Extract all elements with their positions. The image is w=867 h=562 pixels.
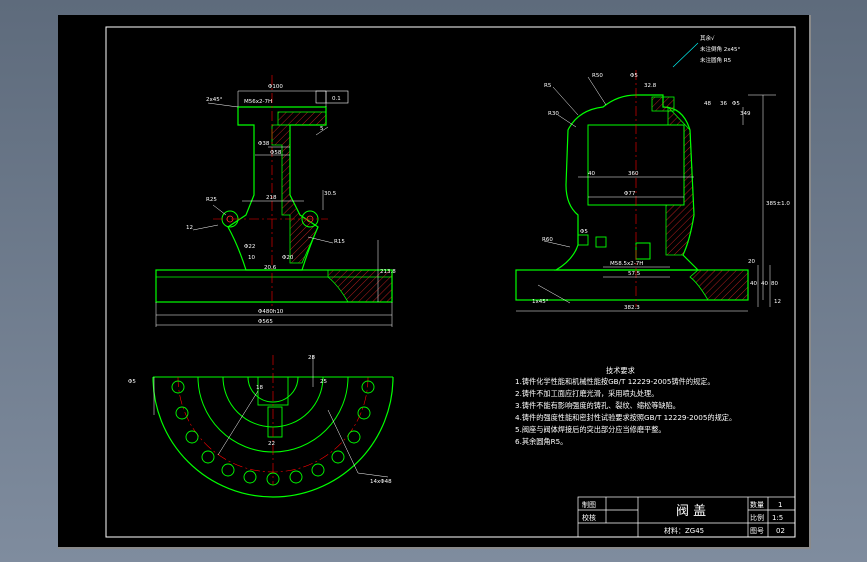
dim-r30: R30 <box>548 111 559 117</box>
front-column-section <box>271 124 319 264</box>
front-flange-section <box>327 269 393 303</box>
drawing-frame <box>105 26 796 538</box>
dim-phi5-boss: Φ5 <box>580 229 588 235</box>
dim-m56: M56x2-7H <box>244 99 272 105</box>
dim-36: 36 <box>720 101 727 107</box>
plan-outer-arc <box>152 376 394 498</box>
plan-bolt-holes <box>171 380 375 486</box>
dim-213-8: 213.8 <box>380 269 396 275</box>
plan-dim-holes: 14xΦ48 <box>370 479 392 485</box>
dim-phi77: Φ77 <box>624 191 636 197</box>
dim-phi5-right: Φ5 <box>732 101 740 107</box>
dim-48: 48 <box>704 101 711 107</box>
technical-requirements: 技术要求 1.铸件化学性能和机械性能按GB/T 12229-2005铸件的规定。… <box>515 366 736 446</box>
plan-dim-22: 22 <box>268 441 275 447</box>
dim-218: 218 <box>266 195 277 201</box>
dim-m58: M58.5x2-7H <box>610 261 643 267</box>
dim-r60: R60 <box>542 237 553 243</box>
title-block-qty-label: 数量 <box>750 500 764 509</box>
title-block-no-label: 图号 <box>750 527 764 535</box>
dim-32-8: 32.8 <box>644 83 657 89</box>
dim-phi565: Φ565 <box>258 319 273 325</box>
tech-req-item: 4.铸件的强度性能和密封性试验要求按照GB/T 12229-2005的规定。 <box>515 413 736 422</box>
title-block-scale: 1:5 <box>772 514 783 522</box>
drawing-sheet: Φ100 M56x2-7H 2x45° Φ38 Φ58 5 0.1 Φ480h1… <box>58 15 811 549</box>
title-block-qty: 1 <box>778 501 782 509</box>
dim-chamfer-side: 1x45° <box>532 299 549 305</box>
title-block-check: 校核 <box>582 513 596 522</box>
surface-note-chamfer: 未注倒角 2x45° <box>700 45 741 53</box>
dim-385: 385±1.0 <box>766 201 790 207</box>
tech-req-item: 5.阀座与阀体焊接后的突出部分应当修磨平整。 <box>515 425 666 434</box>
plan-dim-25: 25 <box>320 379 327 385</box>
dim-phi38: Φ38 <box>258 141 270 147</box>
tech-req-item: 1.铸件化学性能和机械性能按GB/T 12229-2005铸件的规定。 <box>515 377 715 386</box>
dim-phi20: Φ20 <box>282 255 294 261</box>
title-block <box>577 496 796 538</box>
cad-drawing: Φ100 M56x2-7H 2x45° Φ38 Φ58 5 0.1 Φ480h1… <box>105 26 796 538</box>
dim-r5: R5 <box>544 83 552 89</box>
title-block-scale-label: 比例 <box>750 513 764 522</box>
dim-360: 360 <box>628 171 639 177</box>
title-block-part-name: 阀 盖 <box>676 504 706 519</box>
tech-req-title: 技术要求 <box>606 366 635 375</box>
tech-req-item: 2.铸件不加工面应打磨光滑，采用喷丸处理。 <box>515 389 658 398</box>
side-flange-section <box>689 269 749 301</box>
dim-10: 10 <box>248 255 255 261</box>
surface-note-rest: 其余√ <box>700 34 715 42</box>
side-wall-section <box>665 106 695 256</box>
dim-57-5: 57.5 <box>628 271 641 277</box>
dim-5: 5 <box>320 126 324 132</box>
dim-80: 80 <box>771 281 778 287</box>
dim-phi58: Φ58 <box>270 150 282 156</box>
dim-phi22: Φ22 <box>244 244 255 250</box>
plan-view: Φ5 28 25 22 18 14xΦ48 <box>128 355 394 498</box>
tech-req-item: 6.其余圆角R5。 <box>515 437 567 446</box>
dim-chamfer: 2x45° <box>206 97 223 103</box>
title-block-material: 材料：ZG45 <box>664 526 704 535</box>
dim-382-3: 382.3 <box>624 305 640 311</box>
dim-r50: R50 <box>592 73 603 79</box>
dim-phi5-top: Φ5 <box>630 73 638 79</box>
tech-req-item: 3.铸件不能有影响强度的铸孔、裂纹、缩松等缺陷。 <box>515 401 680 410</box>
title-block-draw: 制图 <box>582 500 596 509</box>
front-view: Φ100 M56x2-7H 2x45° Φ38 Φ58 5 0.1 Φ480h1… <box>155 75 396 327</box>
dim-349: 349 <box>740 111 751 117</box>
dim-30-5: 30.5 <box>324 191 337 197</box>
dim-40-b: 40 <box>761 281 768 287</box>
dim-40-a: 40 <box>750 281 757 287</box>
dim-phi480: Φ480h10 <box>258 309 284 315</box>
plan-dim-28: 28 <box>308 355 315 361</box>
dim-r25: R25 <box>206 197 217 203</box>
dim-phi100: Φ100 <box>268 84 283 90</box>
dim-40: 40 <box>588 171 595 177</box>
plan-dim-phi5: Φ5 <box>128 379 136 385</box>
dim-12-side: 12 <box>774 299 781 305</box>
dim-tolerance: 0.1 <box>332 96 341 102</box>
plan-dim-18: 18 <box>256 385 263 391</box>
dim-20: 20 <box>748 259 755 265</box>
dim-20-6: 20.6 <box>264 265 277 271</box>
dim-r15: R15 <box>334 239 345 245</box>
title-block-no: 02 <box>776 527 785 535</box>
surface-note-fillet: 未注圆角 R5 <box>700 56 732 64</box>
side-view: R5 R30 R50 Φ5 32.8 40 360 Φ77 M58.5x2-7H… <box>515 34 790 312</box>
dim-12: 12 <box>186 225 193 231</box>
